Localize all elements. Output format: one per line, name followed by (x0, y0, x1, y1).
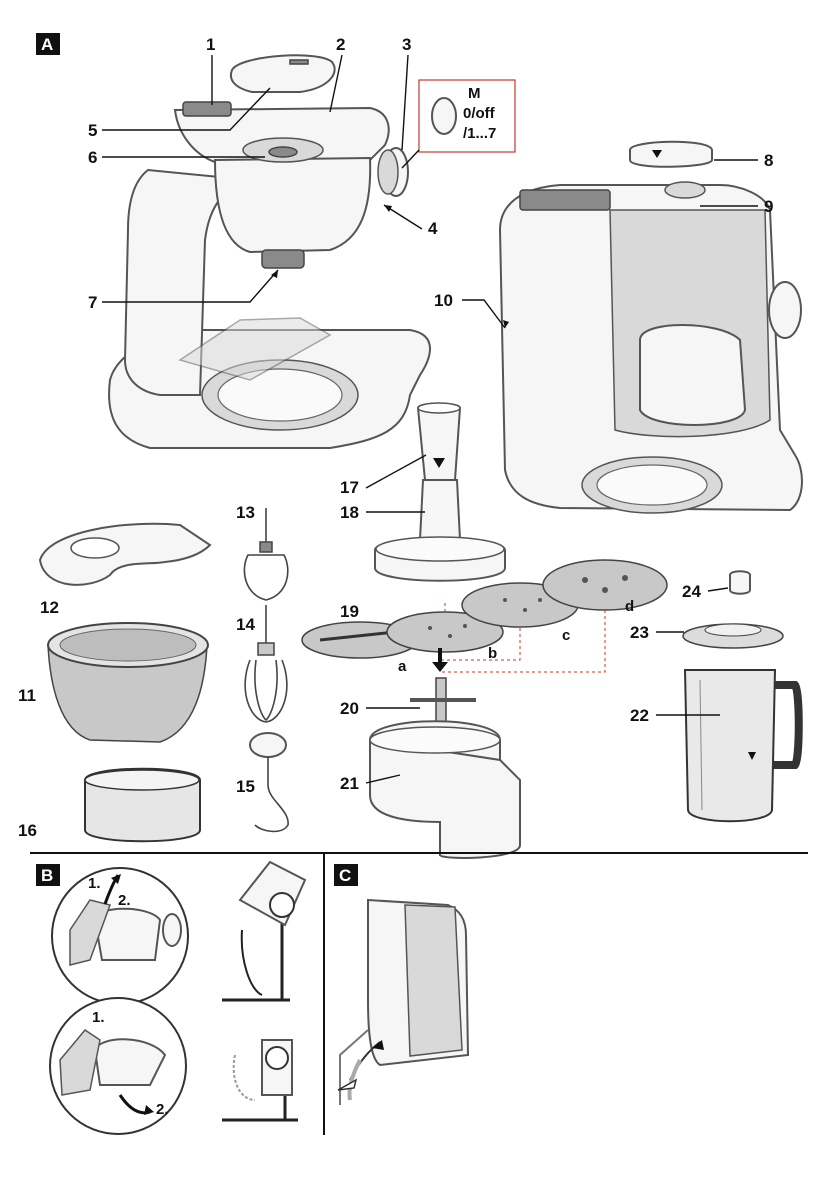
disc-letter-a: a (398, 658, 407, 675)
callout-14: 14 (236, 615, 255, 634)
step-b2: 2. (118, 892, 131, 909)
callout-1: 1 (206, 35, 215, 54)
callout-4: 4 (428, 219, 438, 238)
whisk-14 (244, 605, 288, 723)
callout-8: 8 (764, 151, 773, 170)
callout-19: 19 (340, 602, 359, 621)
section-b-badge: B (36, 864, 60, 886)
callout-23: 23 (630, 623, 649, 642)
kitchen-machine-rotated (498, 140, 803, 514)
splash-guard (38, 522, 212, 586)
section-b-label: B (41, 866, 53, 885)
disc-letter-b: b (488, 645, 497, 662)
step-b3: 1. (92, 1009, 105, 1026)
step-c-cable-storage (337, 898, 470, 1105)
callout-12: 12 (40, 598, 59, 617)
kitchen-machine-base-unit (108, 54, 431, 449)
bowl-lid-cover (84, 767, 201, 843)
callout-16: 16 (18, 821, 37, 840)
dial-label-line2: 0/off (463, 105, 496, 122)
callout-11: 11 (18, 686, 36, 705)
callout-10: 10 (434, 291, 453, 310)
step-b-lower-lock (49, 997, 187, 1135)
callout-24: 24 (682, 582, 701, 601)
callout-9: 9 (764, 197, 773, 216)
step-b-unlock-raise (51, 867, 189, 1005)
drive-shaft-and-bowl (368, 677, 521, 859)
step-b1: 1. (88, 875, 101, 892)
dough-hook-15 (249, 732, 289, 833)
mixing-bowl (47, 622, 209, 743)
slicing-discs (301, 559, 668, 673)
kneading-hook-13 (243, 508, 289, 601)
section-a-badge: A (36, 33, 60, 55)
disc-letter-d: d (625, 598, 634, 615)
callout-13: 13 (236, 503, 255, 522)
dial-callout-box: M 0/off /1...7 (401, 79, 516, 169)
step-b-lowered-side-view (222, 1039, 298, 1122)
callout-17: 17 (340, 478, 359, 497)
callout-15: 15 (236, 777, 255, 796)
callout-2: 2 (336, 35, 345, 54)
callout-5: 5 (88, 121, 97, 140)
disc-letter-c: c (562, 627, 570, 644)
dial-label-line3: /1...7 (463, 125, 496, 142)
callout-3: 3 (402, 35, 411, 54)
section-c-badge: C (334, 864, 358, 886)
callout-7: 7 (88, 293, 97, 312)
callout-18: 18 (340, 503, 359, 522)
callout-21: 21 (340, 774, 359, 793)
food-processor-pusher-and-lid (374, 402, 506, 582)
section-a-label: A (41, 35, 53, 54)
blender-lid (682, 623, 784, 649)
blender-measuring-cap (729, 570, 751, 595)
dial-label-line1: M (468, 85, 481, 102)
section-c-label: C (339, 866, 351, 885)
step-b4: 2. (156, 1101, 169, 1118)
step-b-raised-side-view (222, 860, 307, 1002)
blender-jar (683, 669, 803, 823)
callout-6: 6 (88, 148, 97, 167)
callout-22: 22 (630, 706, 649, 725)
callout-20: 20 (340, 699, 359, 718)
